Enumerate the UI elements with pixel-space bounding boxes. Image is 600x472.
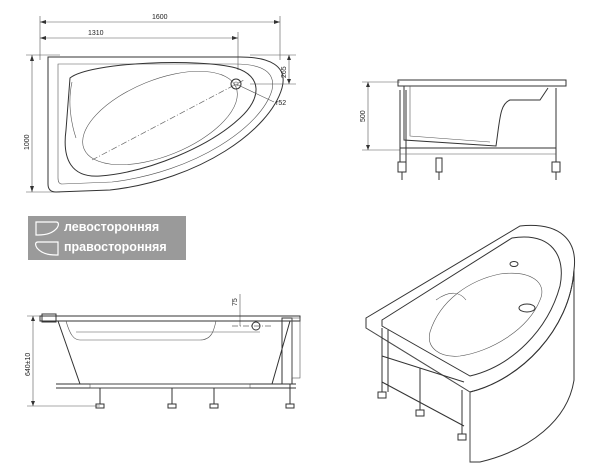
perspective-view xyxy=(365,224,576,463)
legend-label-right: правосторонняя xyxy=(64,240,167,254)
left-hand-bath-icon xyxy=(35,221,59,236)
overflow-offset-dimension: 75 xyxy=(232,298,239,306)
legend-item-right: правосторонняя xyxy=(28,238,186,258)
right-hand-bath-icon xyxy=(35,241,59,256)
drain-offset-dimension: 265 xyxy=(281,66,288,78)
front-height-dimension: 640±10 xyxy=(25,353,32,376)
width-dimension: 1600 xyxy=(152,14,168,21)
drain-radius-label: r52 xyxy=(276,100,286,107)
top-view: 1600 1310 1000 265 r52 xyxy=(24,14,296,193)
side-height-dimension: 500 xyxy=(360,110,367,122)
orientation-legend: левосторонняя правосторонняя xyxy=(28,216,186,260)
side-view: 500 xyxy=(360,79,567,180)
front-view: 640±10 75 xyxy=(25,294,301,409)
legend-label-left: левосторонняя xyxy=(64,220,160,234)
depth-dimension: 1000 xyxy=(24,134,31,150)
inner-length-dimension: 1310 xyxy=(88,30,104,37)
legend-item-left: левосторонняя xyxy=(28,218,186,238)
